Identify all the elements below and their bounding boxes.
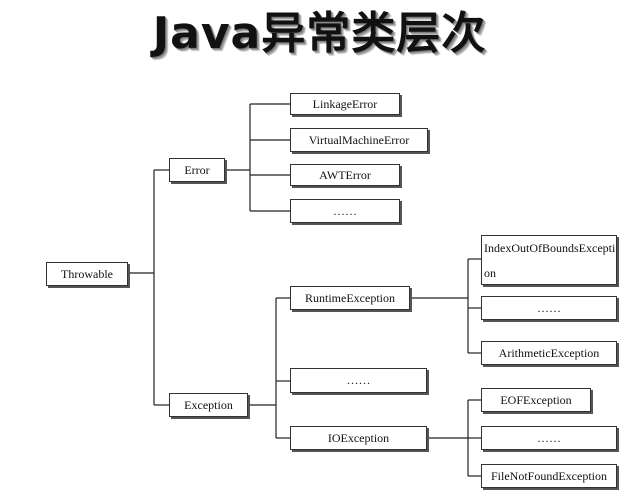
node-io-more: …… (481, 426, 617, 450)
node-eof-exception: EOFException (481, 388, 591, 412)
diagram-title: Java异常类层次 (152, 8, 487, 59)
node-linkage-error: LinkageError (290, 93, 400, 115)
node-runtime-exception: RuntimeException (290, 286, 410, 310)
node-io-exception: IOException (290, 426, 427, 450)
node-runtime-more: …… (481, 296, 617, 320)
node-awt-error: AWTError (290, 164, 400, 186)
node-virtual-machine-error: VirtualMachineError (290, 128, 428, 152)
node-throwable: Throwable (46, 262, 128, 286)
node-index-out-of-bounds: IndexOutOfBoundsException (481, 235, 617, 285)
node-file-not-found: FileNotFoundException (481, 464, 617, 488)
node-exception-more: …… (290, 368, 427, 393)
node-arithmetic-exception: ArithmeticException (481, 341, 617, 365)
node-exception: Exception (169, 393, 248, 417)
node-error-more: …… (290, 199, 400, 223)
node-error: Error (169, 158, 225, 182)
